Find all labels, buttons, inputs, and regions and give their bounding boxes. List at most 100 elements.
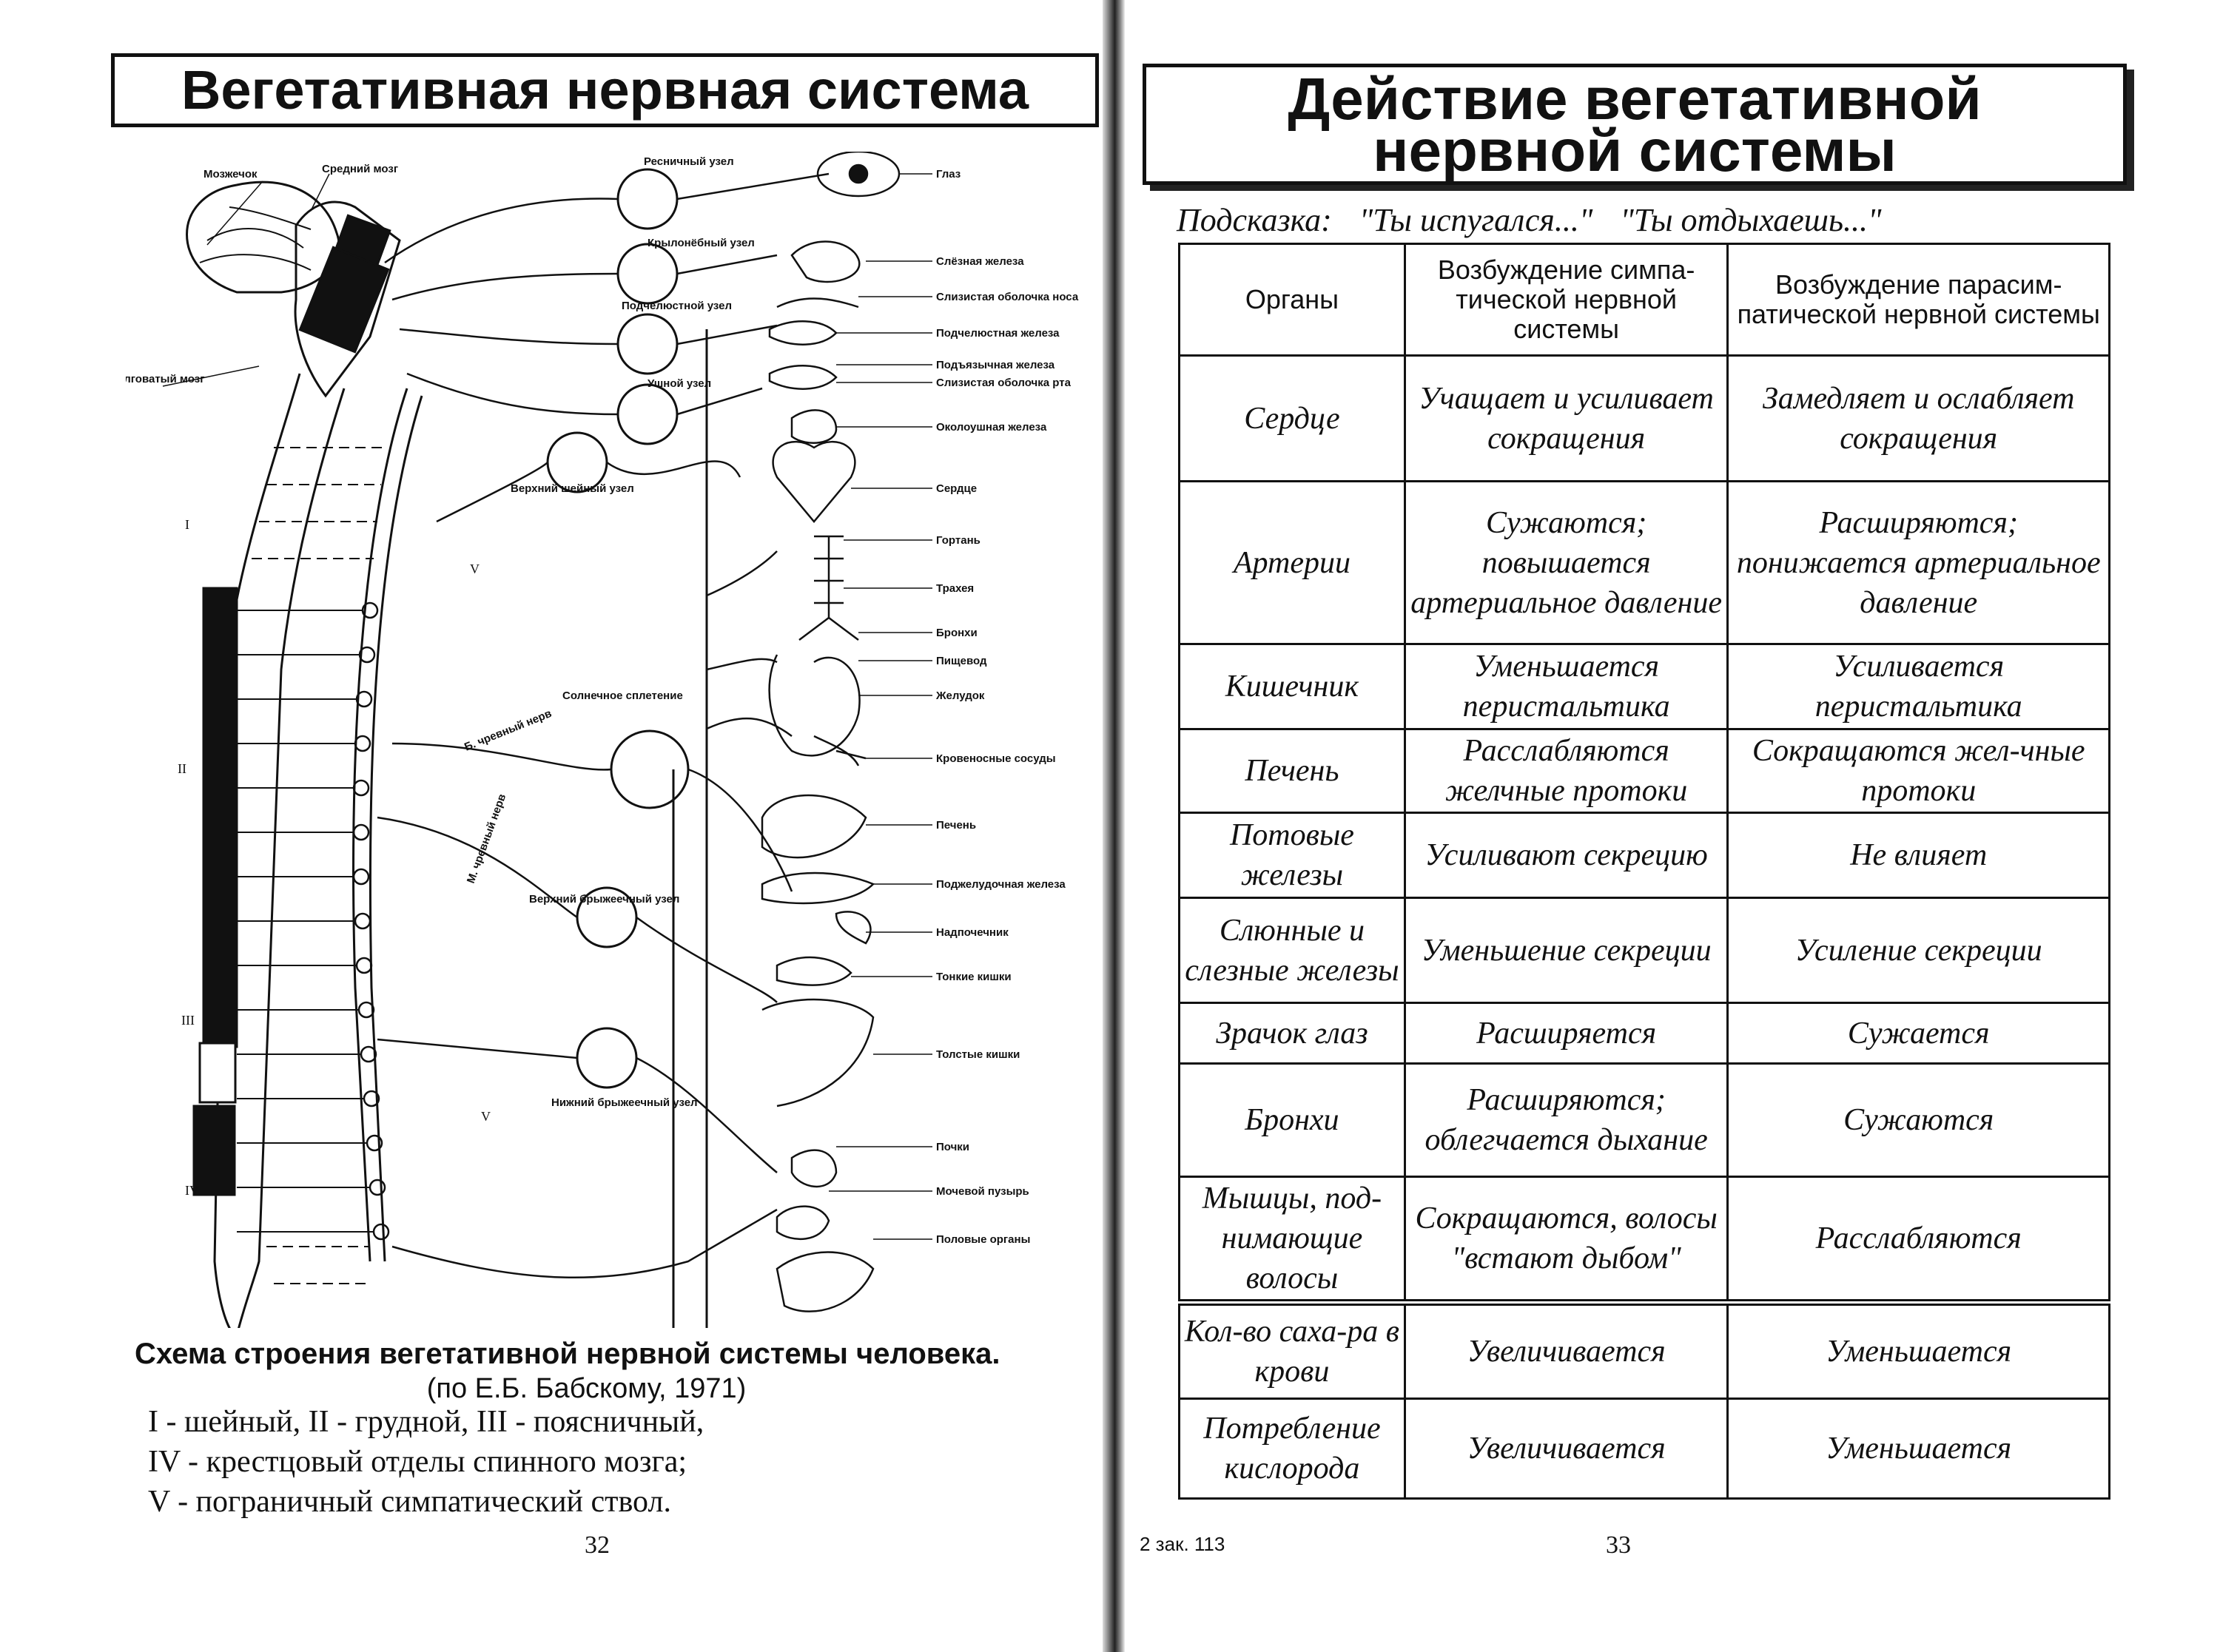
- pterygopalatine-ganglion-label: Крылонёбный узел: [648, 237, 755, 249]
- superior-mesenteric-label: Верхний брыжеечный узел: [529, 893, 679, 906]
- organ-label: Околоушная железа: [936, 421, 1047, 434]
- table-row: Мышцы, под-нимающие волосы Сокращаются, …: [1178, 1176, 2110, 1304]
- ciliary-ganglion-shape: [616, 168, 679, 230]
- hint-line: Подсказка: "Ты испугался..." "Ты отдыхае…: [1177, 201, 2139, 239]
- parasympathetic-cell: Расширяются; понижается артериальное дав…: [1726, 480, 2110, 645]
- submandibular-ganglion-label: Подчелюстной узел: [622, 300, 732, 312]
- organ-label: Тонкие кишки: [936, 971, 1012, 983]
- ciliary-ganglion-label: Ресничный узел: [644, 155, 734, 168]
- liver-shape: [761, 794, 867, 859]
- organ-label: Пищевод: [936, 655, 987, 667]
- otic-ganglion-label: Ушной узел: [648, 377, 711, 390]
- sympathetic-cell: Расширяются; облегчается дыхание: [1403, 1062, 1729, 1178]
- header-organs: Органы: [1178, 243, 1406, 357]
- organ-cell: Потребление кислорода: [1178, 1398, 1406, 1500]
- table-row: Потребление кислорода Увеличивается Умен…: [1178, 1398, 2110, 1500]
- order-reference: 2 зак. 113: [1140, 1533, 1225, 1555]
- organ-cell: Сердце: [1178, 354, 1406, 482]
- sympathetic-cell: Уменьшение секреции: [1403, 897, 1729, 1004]
- table-row: Артерии Сужаются; повышается артериально…: [1178, 480, 2110, 645]
- left-page-title: Вегетативная нервная система: [111, 53, 1099, 127]
- hint-sympathetic: "Ты испугался...": [1359, 202, 1593, 238]
- sympathetic-cell: Сокращаются, волосы "встают дыбом": [1403, 1176, 1729, 1304]
- organ-label: Подчелюстная железа: [936, 327, 1060, 340]
- left-page: Вегетативная нервная система: [0, 0, 1103, 1652]
- cerebellum-shape: [186, 181, 340, 294]
- sympathetic-cell: Увеличивается: [1403, 1299, 1729, 1400]
- section-iv-label: IV: [185, 1183, 199, 1198]
- organ-label: Мочевой пузырь: [936, 1185, 1029, 1198]
- table-row: Зрачок глаз Расширяется Сужается: [1178, 1002, 2110, 1065]
- colon-shape: [761, 998, 875, 1107]
- organ-cell: Кол-во саха-ра в крови: [1178, 1299, 1406, 1400]
- parasympathetic-cell: Уменьшается: [1726, 1398, 2110, 1500]
- parasympathetic-cell: Усиление секреции: [1726, 897, 2110, 1004]
- organ-cell: Мышцы, под-нимающие волосы: [1178, 1176, 1406, 1304]
- cerebellum-label: Мозжечок: [204, 168, 258, 181]
- parasympathetic-cell: Усиливается перистальтика: [1726, 643, 2110, 730]
- stomach-shape: [768, 654, 861, 757]
- sympathetic-cell: Расширяется: [1403, 1002, 1729, 1065]
- organ-label: Кровеносные сосуды: [936, 752, 1056, 765]
- hint-label: Подсказка:: [1177, 202, 1332, 238]
- parasympathetic-cell: Замедляет и ослабляет сокращения: [1726, 354, 2110, 482]
- inferior-mesenteric-label: Нижний брыжеечный узел: [551, 1096, 698, 1109]
- diagram-caption-source: (по Е.Б. Бабскому, 1971): [426, 1373, 747, 1404]
- book-gutter: [1103, 0, 1125, 1652]
- heart-shape: [772, 440, 856, 523]
- organ-label: Подъязычная железа: [936, 359, 1055, 371]
- lacrimal-gland-shape: [790, 240, 861, 283]
- organ-label: Бронхи: [936, 627, 978, 639]
- parasympathetic-cell: Сужается: [1726, 1002, 2110, 1065]
- superior-cervical-ganglion-label: Верхний шейный узел: [511, 482, 634, 495]
- organ-label: Почки: [936, 1141, 969, 1153]
- organ-label: Слизистая оболочка рта: [936, 377, 1072, 389]
- legend-line: IV - крестцовый отделы спинного мозга;: [148, 1445, 687, 1479]
- table-row: Потовые железы Усиливают секрецию Не вли…: [1178, 812, 2110, 899]
- organ-cell: Бронхи: [1178, 1062, 1406, 1178]
- organ-label: Печень: [936, 819, 976, 832]
- organ-label: Надпочечник: [936, 926, 1009, 939]
- lesser-splanchnic-label: М. чревный нерв: [465, 792, 509, 885]
- organ-cell: Кишечник: [1178, 643, 1406, 730]
- legend-line: I - шейный, II - грудной, III - поясничн…: [148, 1405, 704, 1439]
- organ-label: Поджелудочная железа: [936, 878, 1066, 891]
- right-page: Действие вегетативной нервной системы По…: [1125, 0, 2220, 1652]
- header-parasympathetic: Возбуждение парасим-патической нервной с…: [1726, 243, 2110, 357]
- organ-cell: Потовые железы: [1178, 812, 1406, 899]
- reproductive-organs-shape: [776, 1251, 875, 1312]
- organ-label: Сердце: [936, 482, 977, 495]
- organ-label: Слизистая оболочка носа: [936, 291, 1079, 303]
- sympathetic-cell: Уменьшается перистальтика: [1403, 643, 1729, 730]
- table-row: Кишечник Уменьшается перистальтика Усили…: [1178, 643, 2110, 730]
- page-number-right: 33: [1606, 1531, 1631, 1559]
- sympathetic-cell: Сужаются; повышается артериальное давлен…: [1403, 480, 1729, 645]
- spinal-cord-outline: [213, 373, 346, 1328]
- parasympathetic-cell: Не влияет: [1726, 812, 2110, 899]
- parasympathetic-cell: Сужаются: [1726, 1062, 2110, 1178]
- greater-splanchnic-label: Б. чревный нерв: [462, 707, 554, 754]
- organ-label: Желудок: [935, 690, 985, 702]
- title-line-1: Действие вегетативной: [1288, 66, 1982, 132]
- title-line-2: нервной системы: [1373, 118, 1897, 183]
- organ-cell: Артерии: [1178, 480, 1406, 645]
- organ-label: Слёзная железа: [936, 255, 1024, 268]
- organ-label: Гортань: [936, 534, 980, 547]
- sympathetic-cell: Учащает и усиливает сокращения: [1403, 354, 1729, 482]
- organ-cell: Печень: [1178, 728, 1406, 814]
- celiac-plexus-label: Солнечное сплетение: [562, 690, 683, 702]
- section-ii-label: II: [178, 761, 186, 776]
- midbrain-label: Средний мозг: [322, 163, 398, 175]
- organ-cell: Слюнные и слезные железы: [1178, 897, 1406, 1004]
- diagram-caption-title: Схема строения вегетативной нервной сист…: [135, 1338, 1000, 1370]
- organ-cell: Зрачок глаз: [1178, 1002, 1406, 1065]
- parasympathetic-cell: Расслабляются: [1726, 1176, 2110, 1304]
- organ-label: Глаз: [936, 168, 961, 181]
- effects-table: Органы Возбуждение симпа-тической нервно…: [1178, 243, 2110, 1500]
- table-row: Бронхи Расширяются; облегчается дыхание …: [1178, 1062, 2110, 1178]
- page-number-left: 32: [585, 1531, 610, 1559]
- right-page-title: Действие вегетативной нервной системы: [1143, 64, 2127, 185]
- trunk-marker-bottom: V: [481, 1109, 491, 1124]
- table-row: Сердце Учащает и усиливает сокращения За…: [1178, 354, 2110, 482]
- table-row: Кол-во саха-ра в крови Увеличивается Уме…: [1178, 1299, 2110, 1400]
